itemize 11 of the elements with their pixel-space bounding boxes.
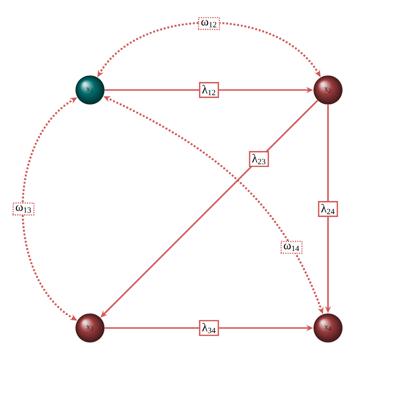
edge-label: ω$_{13}$ [12,202,35,216]
sphere-node: x$_{4}$ [314,314,342,342]
edge-label: λ$_{23}$ [248,151,269,168]
edge-label: ω$_{14}$ [280,240,303,254]
sphere-node: x$_{1}$ [76,76,104,104]
sphere-node: x$_{3}$ [76,314,104,342]
edge-label: λ$_{24}$ [318,201,338,217]
sphere-node: x$_{2}$ [314,76,342,104]
edge-label: ω$_{12}$ [198,16,220,30]
edge-label: λ$_{12}$ [199,82,220,98]
edge-label: λ$_{34}$ [199,320,220,336]
